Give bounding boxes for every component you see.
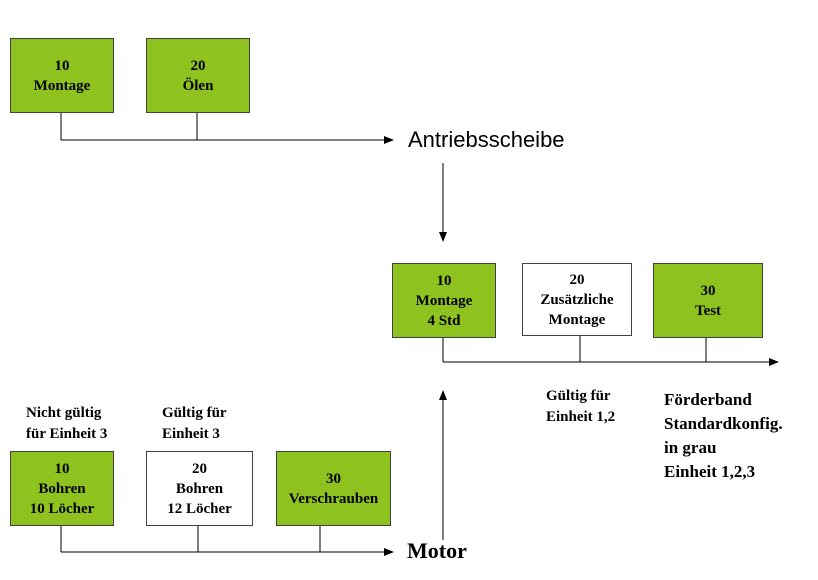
middle-box-zm-name2: Montage <box>548 311 606 328</box>
bottom-box3-name: Verschrauben <box>288 490 379 507</box>
top-box-oelen: 20 Ölen <box>146 38 250 113</box>
top-box-montage-num: 10 <box>54 57 70 74</box>
bottom-label1-line1: Nicht gültig <box>26 405 102 421</box>
bottom-box3-num: 30 <box>326 470 341 487</box>
motor-label: Motor <box>407 538 467 563</box>
legend-line2: Standardkonfig. <box>664 414 783 433</box>
bottom-box2-num: 20 <box>192 460 207 477</box>
middle-note-line1: Gültig für <box>546 388 611 404</box>
middle-note: Gültig für Einheit 1,2 <box>546 386 615 428</box>
middle-box-montage: 10 Montage 4 Std <box>392 263 496 338</box>
bottom-box2-name: Bohren <box>175 480 224 497</box>
legend-text: Förderband Standardkonfig. in grau Einhe… <box>664 388 783 484</box>
middle-box-test: 30 Test <box>653 263 763 338</box>
top-box-montage: 10 Montage <box>10 38 114 113</box>
bottom-label2-line1: Gültig für <box>162 405 227 421</box>
middle-box-montage-num: 10 <box>436 272 452 289</box>
top-box-oelen-num: 20 <box>190 57 206 74</box>
middle-box-zusaetzliche-montage: 20 Zusätzliche Montage <box>522 263 632 336</box>
bottom-box-bohren-12: 20 Bohren 12 Löcher <box>146 451 253 526</box>
bottom-label-nicht-gueltig: Nicht gültig für Einheit 3 <box>26 403 107 445</box>
bottom-box-verschrauben: 30 Verschrauben <box>276 451 391 526</box>
top-box-oelen-name: Ölen <box>182 77 214 94</box>
bottom-label2-line2: Einheit 3 <box>162 426 220 442</box>
bottom-box2-extra: 12 Löcher <box>167 500 232 517</box>
middle-box-zm-name: Zusätzliche <box>540 291 614 308</box>
legend-line3: in grau <box>664 438 717 457</box>
bottom-box1-num: 10 <box>54 460 70 477</box>
middle-box-montage-name: Montage <box>415 292 473 309</box>
middle-box-zm-num: 20 <box>569 271 585 288</box>
bottom-box-bohren-10: 10 Bohren 10 Löcher <box>10 451 114 526</box>
antriebsscheibe-label: Antriebsscheibe <box>408 127 565 152</box>
legend-line1: Förderband <box>664 390 752 409</box>
middle-note-line2: Einheit 1,2 <box>546 409 616 425</box>
middle-box-test-name: Test <box>694 302 722 319</box>
middle-box-montage-extra: 4 Std <box>427 312 461 329</box>
top-box-montage-name: Montage <box>33 77 91 94</box>
bottom-label-gueltig: Gültig für Einheit 3 <box>162 403 227 445</box>
legend-line4: Einheit 1,2,3 <box>664 462 756 481</box>
middle-box-test-num: 30 <box>700 282 716 299</box>
bottom-label1-line2: für Einheit 3 <box>26 426 108 442</box>
bottom-box1-extra: 10 Löcher <box>29 500 95 517</box>
bottom-box1-name: Bohren <box>38 480 86 497</box>
